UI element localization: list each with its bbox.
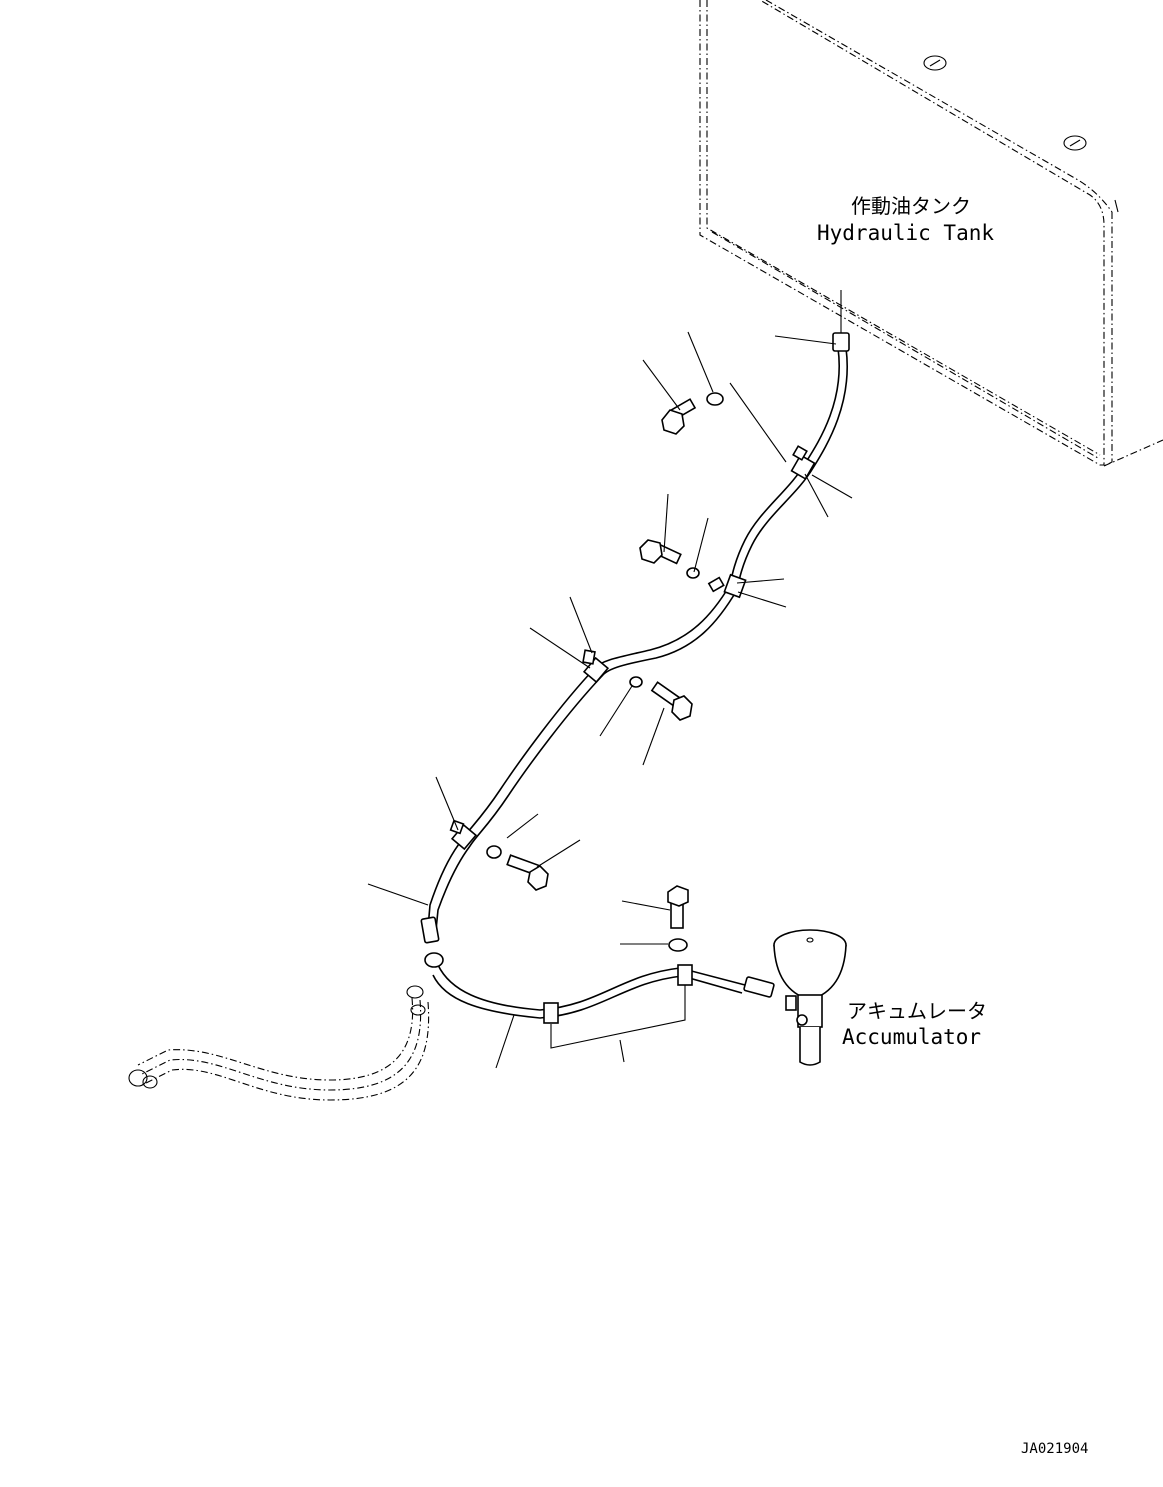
tank-label-en: Hydraulic Tank [817,221,994,245]
hydraulic-tank-outline [699,0,1163,467]
flat-washer [486,392,724,952]
accumulator-label-en: Accumulator [842,1025,981,1049]
leader-lines [367,331,853,1069]
phantom-hose [128,985,430,1101]
hose-clamp [449,445,816,1024]
drawing-id: JA021904 [1021,1441,1088,1457]
hex-bolt [506,398,697,929]
tank-label-jp: 作動油タンク [851,194,971,218]
accumulator-sphere [773,929,847,1066]
hose-line [420,290,850,1019]
accumulator-label-jp: アキュムレータ [847,999,987,1023]
